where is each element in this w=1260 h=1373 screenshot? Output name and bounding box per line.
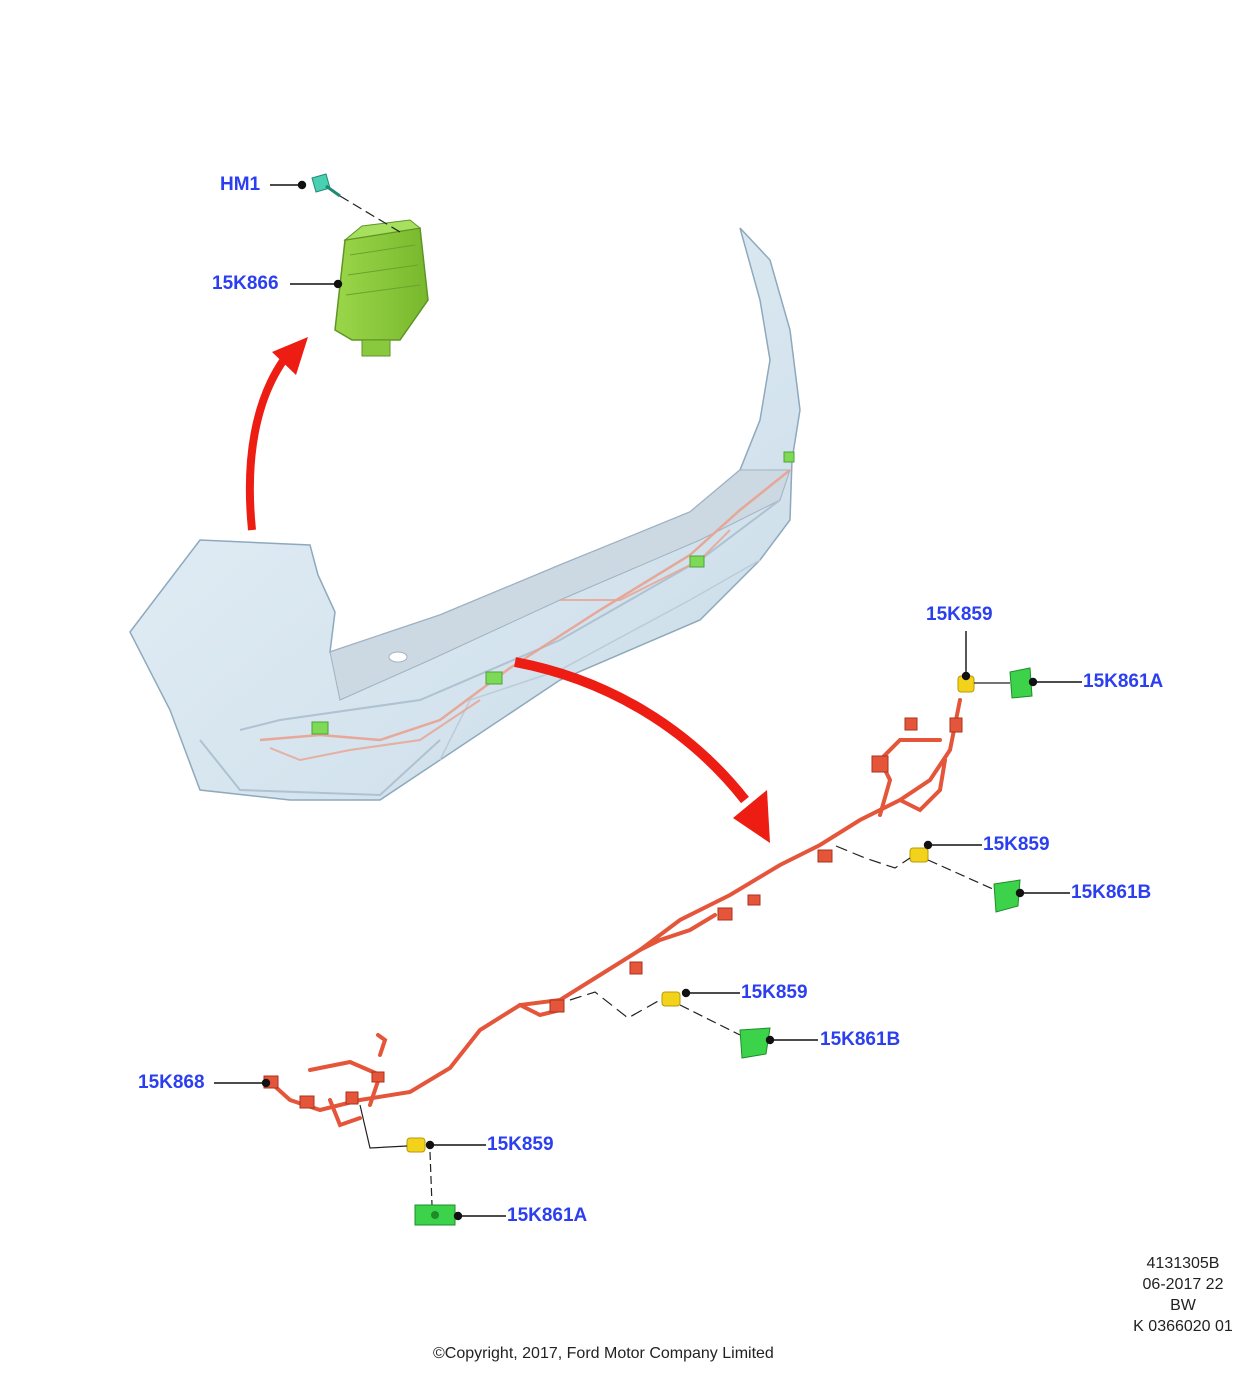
callout-sensor-bottom: 15K859 [487,1134,554,1155]
callout-harness-15k868: 15K868 [138,1072,205,1093]
callout-sensor-top: 15K859 [926,604,993,625]
copyright-notice: ©Copyright, 2017, Ford Motor Company Lim… [433,1345,774,1362]
sensor-bottom [406,1137,426,1153]
date-code: 06-2017 22 [1142,1276,1224,1293]
callout-bracket-mid-left: 15K861B [820,1029,901,1050]
bracket-bottom [414,1204,456,1226]
sensor-mid-right [909,847,929,863]
callout-bracket-bottom: 15K861A [507,1205,588,1226]
dashed-line-bracket-mid-left [679,1004,741,1036]
screw-dashed-line [339,195,401,233]
dashed-line-mid-right [835,845,911,869]
rear-bumper [129,227,801,801]
dashed-line-mid-left [569,991,661,1019]
bracket-mid-left [739,1027,771,1059]
drawing-metadata: 4131305B 06-2017 22 BW K 0366020 01 [1128,1253,1238,1337]
bracket-top [1009,667,1033,699]
callout-screw-hm1: HM1 [220,174,261,195]
parking-aid-module [334,219,429,357]
leader-lines [214,180,1082,1221]
bracket-mid-right [993,879,1021,913]
screw-icon [311,173,341,198]
line-to-sensor-bottom [359,1104,408,1149]
initials: BW [1170,1297,1196,1314]
callout-sensor-mid-right: 15K859 [983,834,1050,855]
callout-module-15k866: 15K866 [212,273,279,294]
sheet-code: K 0366020 01 [1133,1318,1233,1335]
dashed-line-bracket-bottom [429,1151,433,1206]
dashed-line-bracket-mid-right [927,859,996,891]
ref-number: 4131305B [1146,1255,1220,1272]
sensor-mid-left [661,991,681,1007]
callout-bracket-top: 15K861A [1083,671,1164,692]
arrow-to-harness [514,657,770,843]
callout-bracket-mid-right: 15K861B [1071,882,1152,903]
callout-sensor-mid-left: 15K859 [741,982,808,1003]
arrow-to-module [245,337,308,531]
harness-connectors [263,717,963,1109]
